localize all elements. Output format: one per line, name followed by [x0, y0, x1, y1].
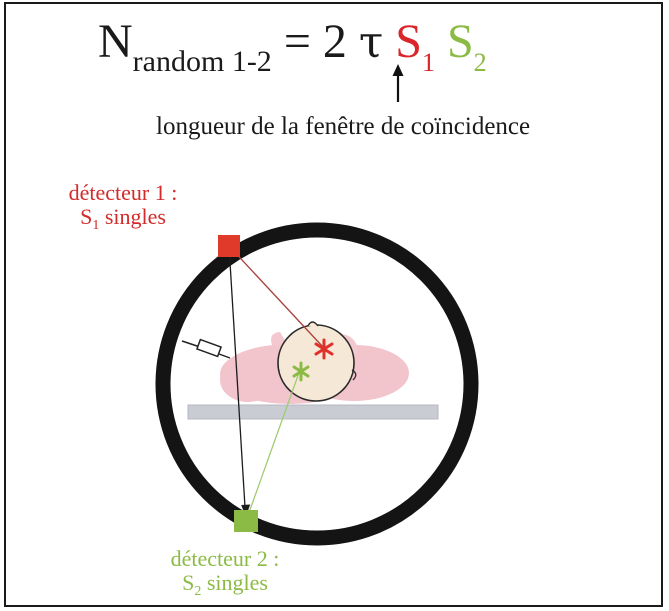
formula-tau: τ — [358, 17, 384, 68]
detector-1-singles-word: singles — [99, 204, 166, 229]
line-detector2-to-green-source — [245, 369, 301, 522]
detector-2-square — [234, 510, 258, 532]
coincidence-window-label: longueur de la fenêtre de coïncidence — [156, 113, 531, 140]
detector-2-title: détecteur 2 : — [170, 546, 280, 571]
line-detector1-to-red-source — [228, 245, 324, 348]
detector-2-singles-word: singles — [201, 570, 268, 595]
formula-s1-subscript: 1 — [421, 48, 435, 77]
formula-n-subscript: random 1-2 — [132, 45, 272, 78]
formula-s2-letter: S — [446, 15, 474, 68]
detector-2-singles: S2 singles — [140, 570, 310, 600]
formula-s2-subscript: 2 — [473, 48, 487, 77]
formula-s1: S1 — [395, 15, 435, 77]
formula-s2: S2 — [446, 15, 487, 77]
syringe-icon — [181, 338, 231, 359]
red-source-asterisk-icon — [314, 338, 334, 360]
detector-1-s-letter: S — [80, 204, 93, 229]
detector-2-label: détecteur 2 : S2 singles — [140, 546, 310, 600]
green-source-asterisk-icon — [292, 361, 310, 382]
random-coincidence-formula: Nrandom 1-2 = 2 τ S1 S2 — [98, 12, 487, 79]
formula-n: N — [98, 15, 133, 68]
detector-1-singles: S1 singles — [28, 204, 218, 234]
detector-2-s-letter: S — [182, 570, 195, 595]
detector-1-label: détecteur 1 : S1 singles — [28, 180, 218, 234]
detector-ring — [155, 222, 479, 546]
patient-head — [277, 321, 357, 402]
patient-bed — [187, 404, 439, 420]
formula-equals: = 2 — [283, 15, 347, 68]
tau-arrow — [392, 64, 404, 102]
detector-2-s-subscript: 2 — [194, 584, 202, 599]
diagram-frame — [4, 2, 663, 607]
detector-1-s-subscript: 1 — [92, 218, 100, 233]
detector-1-title: détecteur 1 : — [68, 180, 178, 205]
formula-s1-letter: S — [395, 15, 422, 68]
detector-1-square — [218, 235, 240, 257]
